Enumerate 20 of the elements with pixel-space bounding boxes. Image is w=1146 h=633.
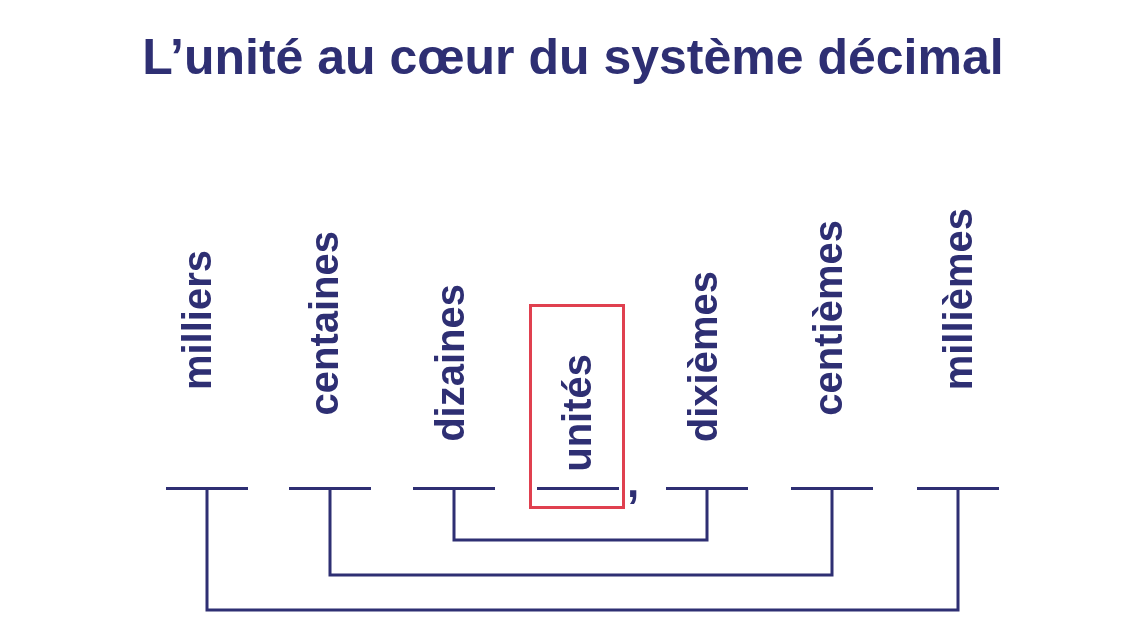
fill-in-line [289,487,371,490]
fill-in-line [791,487,873,490]
place-value-label: millièmes [935,207,981,390]
highlight-box [529,304,625,509]
fill-in-line [413,487,495,490]
place-value-label: centaines [301,231,347,416]
fill-in-line [166,487,248,490]
place-value-label: unités [554,354,600,472]
place-value-label: milliers [174,249,220,390]
bracket-connector [328,490,834,577]
place-value-label: dixièmes [680,270,726,442]
place-value-label: centièmes [805,220,851,416]
fill-in-line [917,487,999,490]
place-value-label: dizaines [427,284,473,442]
decimal-comma: , [627,460,640,504]
bracket-connector [205,490,960,612]
fill-in-line [666,487,748,490]
title: L’unité au cœur du système décimal [141,28,1005,86]
fill-in-line [537,487,619,490]
bracket-connector [452,490,709,542]
